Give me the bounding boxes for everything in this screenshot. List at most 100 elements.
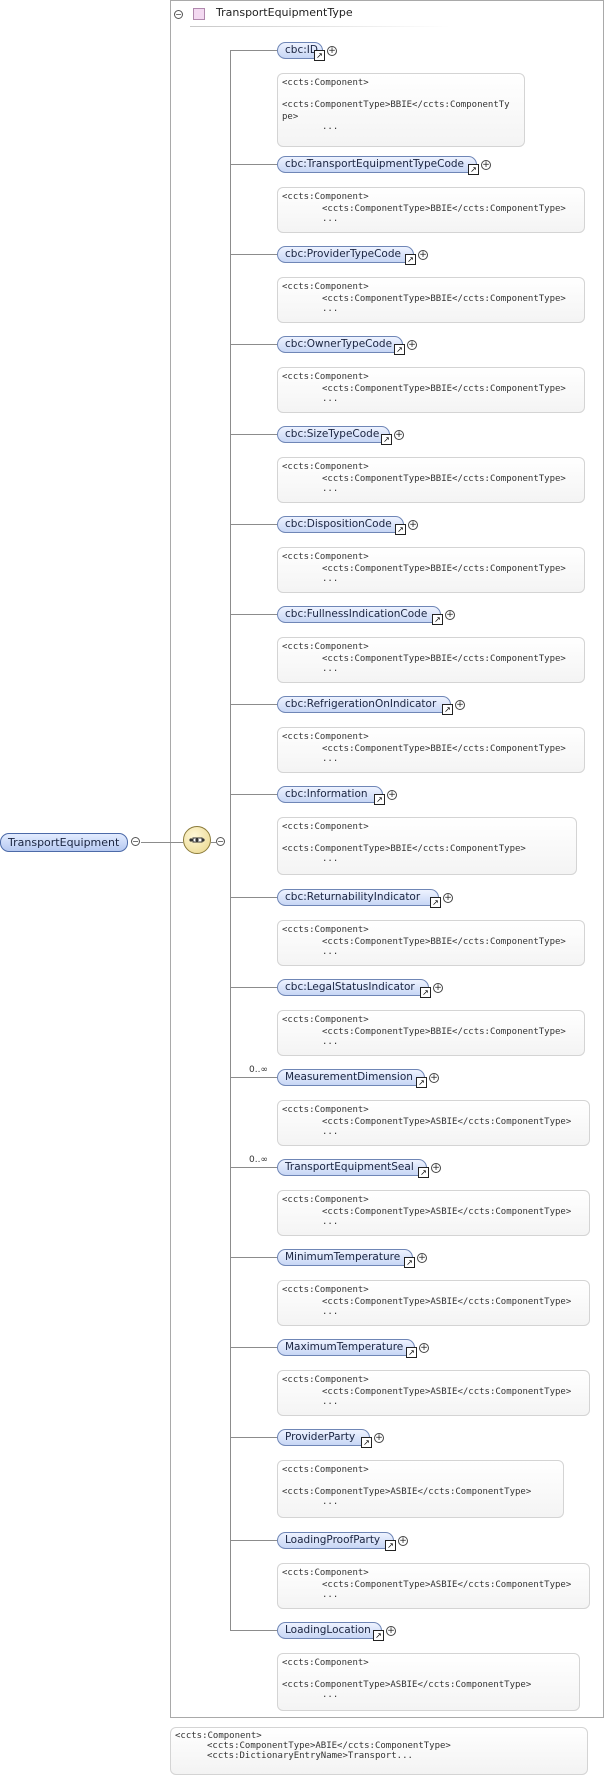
element-node[interactable]: TransportEquipmentSeal	[277, 1159, 427, 1176]
annotation-line: <ccts:Component>	[282, 1465, 369, 1475]
element-connector	[230, 1257, 277, 1258]
element-node[interactable]: cbc:OwnerTypeCode	[277, 336, 403, 353]
element-connector	[230, 1077, 277, 1078]
expand-plus-icon[interactable]: +	[407, 340, 417, 350]
element-node[interactable]: cbc:RefrigerationOnIndicator	[277, 696, 451, 713]
annotation-line: <ccts:ComponentType>BBIE</ccts:Component…	[322, 654, 566, 664]
annotation-line: <ccts:Component>	[282, 1568, 369, 1578]
expand-plus-icon[interactable]: +	[408, 520, 418, 530]
expand-plus-icon[interactable]: +	[429, 1073, 439, 1083]
element-connector	[230, 1167, 277, 1168]
root-element-node[interactable]: TransportEquipment	[0, 833, 128, 852]
annotation-line: ...	[322, 394, 339, 404]
element-node[interactable]: LoadingProofParty	[277, 1532, 394, 1549]
multiplicity-label: 0..∞	[249, 1065, 268, 1075]
element-node[interactable]: cbc:TransportEquipmentTypeCode	[277, 156, 477, 173]
expand-plus-icon[interactable]: +	[445, 610, 455, 620]
element-node[interactable]: ProviderParty	[277, 1429, 370, 1446]
element-node[interactable]: cbc:Information	[277, 786, 383, 803]
expand-plus-icon[interactable]: +	[417, 1253, 427, 1263]
element-node[interactable]: cbc:DispositionCode	[277, 516, 404, 533]
element-annotation: <ccts:Component><ccts:ComponentType>BBIE…	[277, 367, 585, 413]
element-node[interactable]: MaximumTemperature	[277, 1339, 415, 1356]
annotation-line: <ccts:ComponentType>ASBIE</ccts:Componen…	[282, 1487, 532, 1497]
expand-plus-icon[interactable]: +	[327, 46, 337, 56]
annotation-line: ...	[322, 1217, 339, 1227]
element-annotation: <ccts:Component> <ccts:ComponentType>BBIE…	[277, 1010, 585, 1056]
element-connector	[230, 50, 277, 51]
annotation-line: <ccts:ComponentType>ASBIE</ccts:Componen…	[322, 1117, 572, 1127]
annotation-line: <ccts:Component>	[282, 732, 369, 742]
reference-arrow-icon[interactable]: ↗	[420, 987, 431, 998]
reference-arrow-icon[interactable]: ↗	[361, 1437, 372, 1448]
annotation-line: <ccts:ComponentType>BBIE</ccts:Component…	[322, 294, 566, 304]
element-connector	[230, 704, 277, 705]
reference-arrow-icon[interactable]: ↗	[404, 1257, 415, 1268]
element-node[interactable]: cbc:LegalStatusIndicator	[277, 979, 429, 996]
sequence-compositor-icon[interactable]	[183, 826, 211, 854]
expand-plus-icon[interactable]: +	[443, 893, 453, 903]
reference-arrow-icon[interactable]: ↗	[314, 50, 325, 61]
element-annotation: <ccts:Component> <ccts:ComponentType>ASBI…	[277, 1563, 590, 1609]
root-annotation-line: <ccts:ComponentType>ABIE</ccts:Component…	[207, 1741, 451, 1751]
reference-arrow-icon[interactable]: ↗	[468, 164, 479, 175]
reference-arrow-icon[interactable]: ↗	[416, 1077, 427, 1088]
element-connector	[230, 1630, 277, 1631]
sequence-connector	[211, 842, 216, 843]
annotation-line: <ccts:ComponentType>ASBIE</ccts:Componen…	[322, 1580, 572, 1590]
reference-arrow-icon[interactable]: ↗	[385, 1540, 396, 1551]
annotation-line: <ccts:ComponentType>BBIE</ccts:Component…	[322, 1027, 566, 1037]
element-annotation: <ccts:Component><ccts:ComponentType>BBIE…	[277, 547, 585, 593]
expand-plus-icon[interactable]: +	[387, 790, 397, 800]
element-node[interactable]: cbc:FullnessIndicationCode	[277, 606, 441, 623]
root-connector	[141, 842, 183, 843]
reference-arrow-icon[interactable]: ↗	[430, 897, 441, 908]
element-connector	[230, 344, 277, 345]
reference-arrow-icon[interactable]: ↗	[373, 1630, 384, 1641]
root-collapse-icon[interactable]: −	[131, 837, 140, 846]
expand-plus-icon[interactable]: +	[398, 1536, 408, 1546]
element-node[interactable]: MeasurementDimension	[277, 1069, 425, 1086]
annotation-line: <ccts:Component>	[282, 822, 369, 832]
type-collapse-icon[interactable]: −	[174, 10, 183, 19]
element-annotation: <ccts:Component><ccts:ComponentType>ASBI…	[277, 1280, 590, 1326]
reference-arrow-icon[interactable]: ↗	[374, 794, 385, 805]
element-annotation: <ccts:Component><ccts:ComponentType>BBIE…	[277, 277, 585, 323]
element-node[interactable]: cbc:ReturnabilityIndicator	[277, 889, 439, 906]
annotation-line: <ccts:ComponentType>ASBIE</ccts:Componen…	[322, 1207, 572, 1217]
element-node[interactable]: LoadingLocation	[277, 1622, 382, 1639]
reference-arrow-icon[interactable]: ↗	[442, 704, 453, 715]
reference-arrow-icon[interactable]: ↗	[381, 434, 392, 445]
expand-plus-icon[interactable]: +	[418, 250, 428, 260]
expand-plus-icon[interactable]: +	[419, 1343, 429, 1353]
annotation-line: ...	[322, 214, 339, 224]
expand-plus-icon[interactable]: +	[394, 430, 404, 440]
complex-type-icon	[193, 8, 205, 20]
element-annotation: <ccts:Component><ccts:ComponentType>BBIE…	[277, 73, 525, 147]
expand-plus-icon[interactable]: +	[481, 160, 491, 170]
reference-arrow-icon[interactable]: ↗	[418, 1167, 429, 1178]
reference-arrow-icon[interactable]: ↗	[395, 524, 406, 535]
expand-plus-icon[interactable]: +	[374, 1433, 384, 1443]
element-node[interactable]: cbc:ID	[277, 42, 323, 59]
reference-arrow-icon[interactable]: ↗	[406, 1347, 417, 1358]
annotation-line: <ccts:Component>	[282, 1015, 369, 1025]
annotation-line: <ccts:Component>	[282, 1195, 369, 1205]
annotation-line: ...	[322, 1307, 339, 1317]
reference-arrow-icon[interactable]: ↗	[394, 344, 405, 355]
root-annotation: <ccts:Component> <ccts:ComponentType>ABI…	[170, 1727, 588, 1775]
expand-plus-icon[interactable]: +	[433, 983, 443, 993]
reference-arrow-icon[interactable]: ↗	[405, 254, 416, 265]
element-connector	[230, 254, 277, 255]
element-node[interactable]: cbc:ProviderTypeCode	[277, 246, 414, 263]
element-node[interactable]: cbc:SizeTypeCode	[277, 426, 390, 443]
sequence-collapse-icon[interactable]: −	[216, 837, 225, 846]
element-connector	[230, 987, 277, 988]
annotation-line: <ccts:ComponentType>BBIE</ccts:Component…	[322, 474, 566, 484]
element-node[interactable]: MinimumTemperature	[277, 1249, 413, 1266]
expand-plus-icon[interactable]: +	[386, 1626, 396, 1636]
expand-plus-icon[interactable]: +	[431, 1163, 441, 1173]
expand-plus-icon[interactable]: +	[455, 700, 465, 710]
element-annotation: <ccts:Component> <ccts:ComponentType>ASBI…	[277, 1190, 590, 1236]
reference-arrow-icon[interactable]: ↗	[432, 614, 443, 625]
